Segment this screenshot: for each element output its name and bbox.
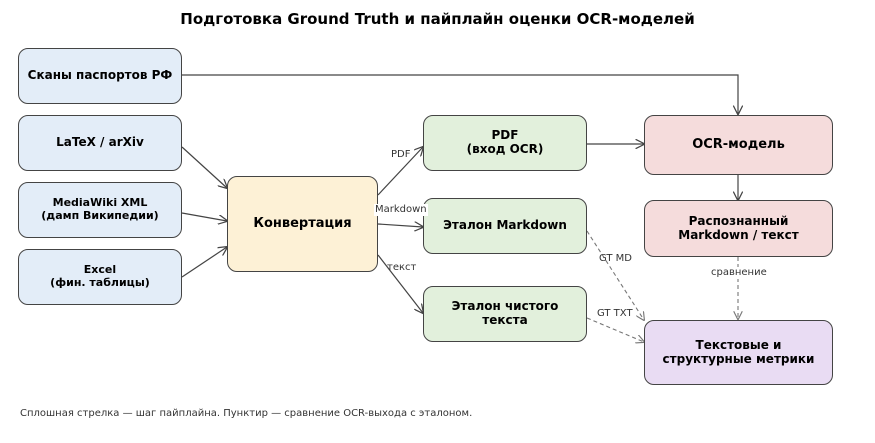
edge-gtmd-metrics — [586, 230, 644, 320]
edge-gttxt-metrics — [586, 317, 644, 342]
diagram-title: Подготовка Ground Truth и пайплайн оценк… — [180, 10, 695, 28]
node-metrics: Текстовые и структурные метрики — [644, 320, 833, 385]
node-excel: Excel (фин. таблицы) — [18, 249, 182, 305]
edge-label-gt-md: GT MD — [599, 253, 633, 264]
edge-scans-ocr — [182, 74, 738, 114]
edge-label-gt-txt: GT TXT — [597, 308, 633, 319]
node-scans: Сканы паспортов РФ — [18, 48, 182, 104]
edge-excel-convert — [181, 247, 227, 278]
node-pdf: PDF (вход OCR) — [423, 115, 587, 171]
legend-caption: Сплошная стрелка — шаг пайплайна. Пункти… — [20, 408, 473, 419]
node-gt-markdown: Эталон Markdown — [423, 198, 587, 254]
edge-label-markdown: Markdown — [374, 204, 428, 216]
edge-latex-convert — [181, 146, 227, 188]
node-convert: Конвертация — [227, 176, 378, 272]
edge-label-compare: сравнение — [710, 267, 768, 279]
node-recognized: Распознанный Markdown / текст — [644, 200, 833, 257]
edge-mediawiki-convert — [181, 212, 227, 221]
node-gt-text: Эталон чистого текста — [423, 286, 587, 342]
edge-convert-gtmd — [377, 224, 423, 227]
edge-label-pdf: PDF — [391, 149, 411, 160]
node-latex: LaTeX / arXiv — [18, 115, 182, 171]
node-mediawiki: MediaWiki XML (дамп Википедии) — [18, 182, 182, 238]
edge-label-text: текст — [387, 262, 417, 273]
edge-convert-pdf — [377, 147, 423, 196]
edge-convert-gttxt — [377, 254, 423, 313]
node-ocr-model: OCR-модель — [644, 115, 833, 175]
